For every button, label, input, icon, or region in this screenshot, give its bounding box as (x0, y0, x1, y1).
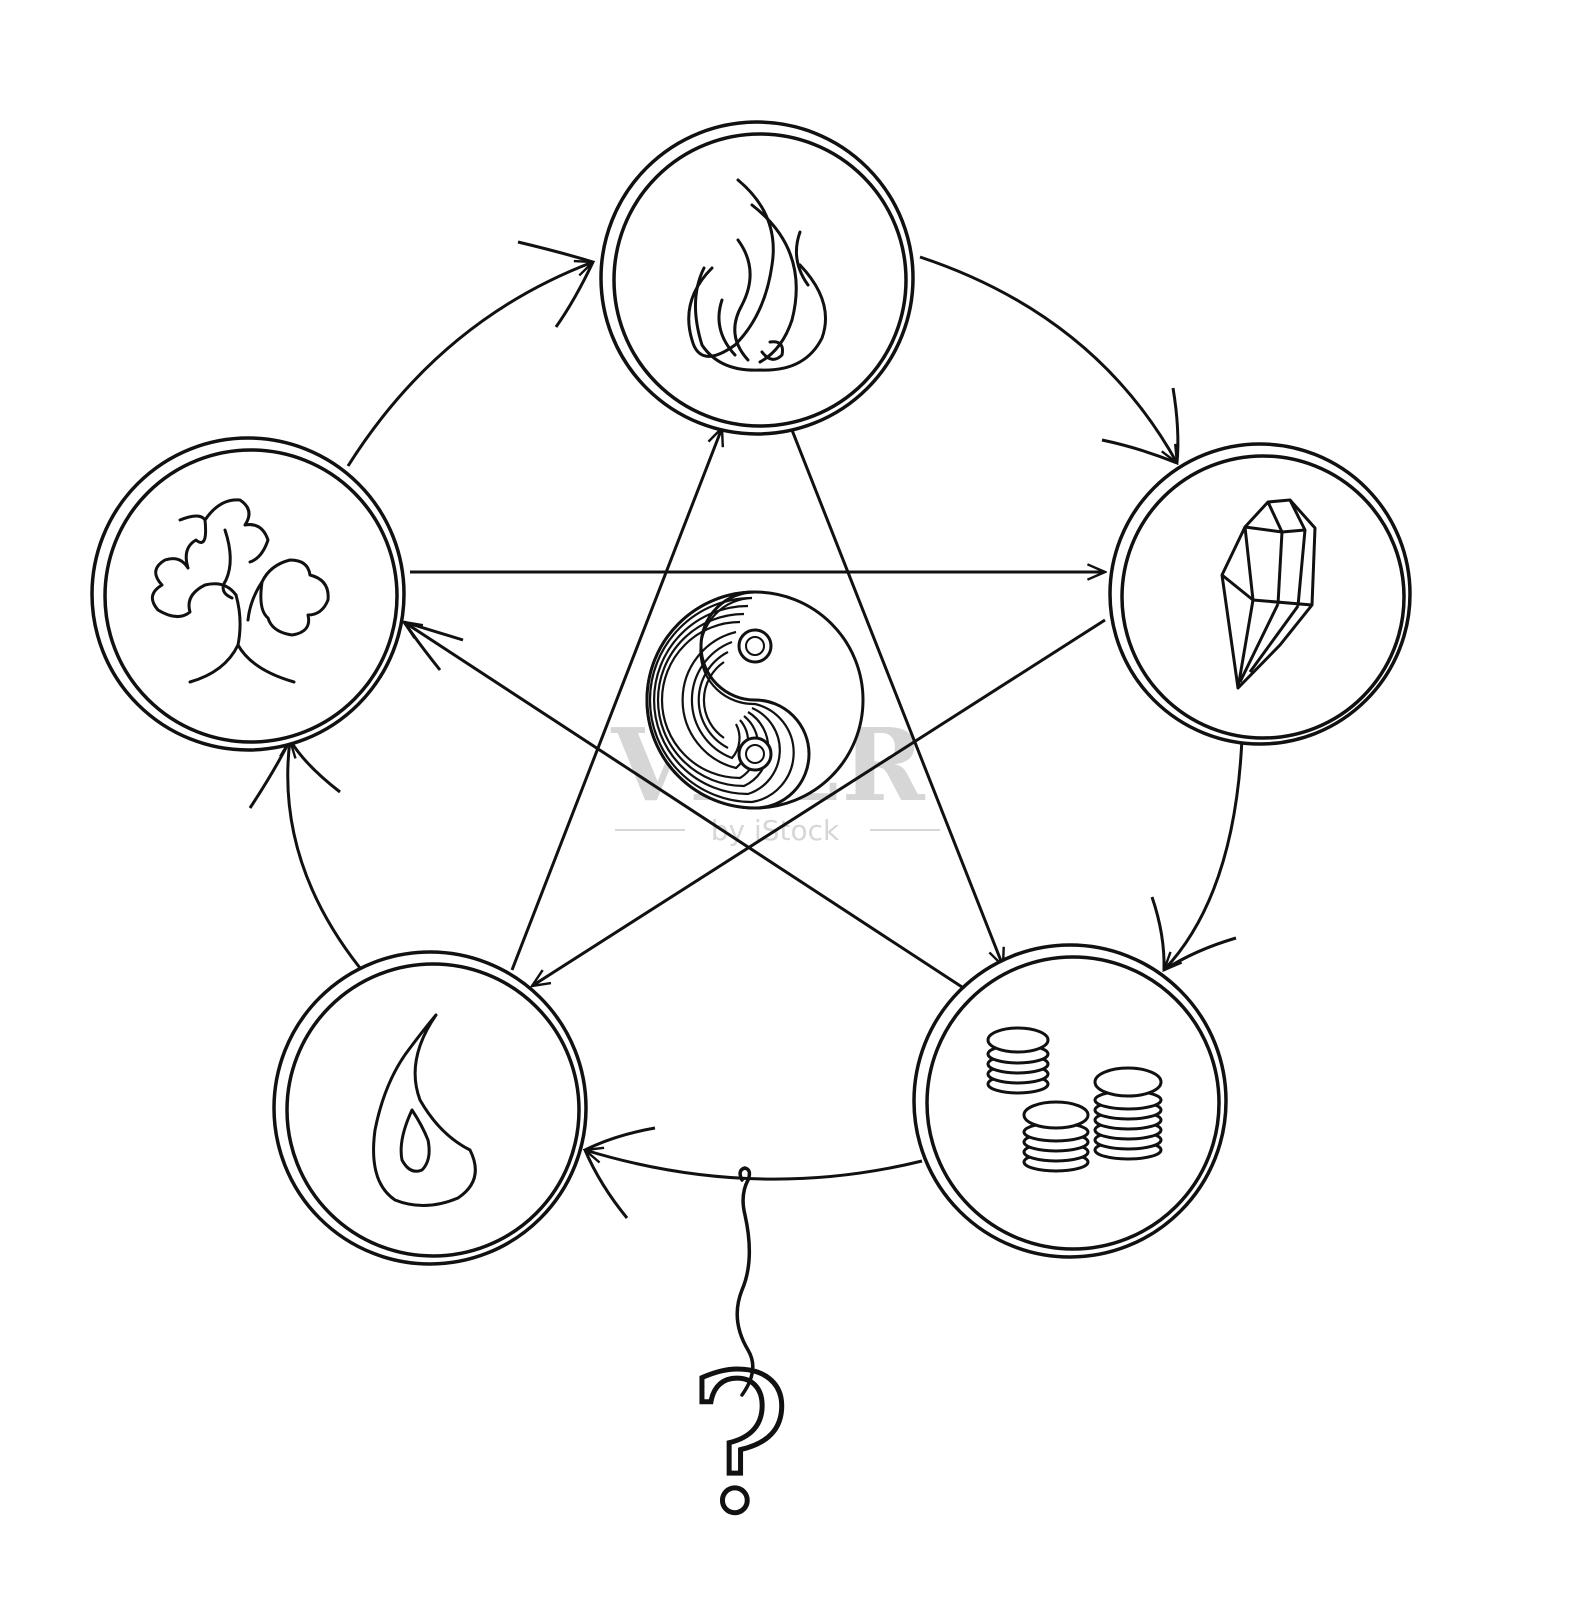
arrow-earth-to-metal (1164, 737, 1244, 970)
yin-yang-icon (645, 590, 865, 810)
arrow-fire-to-earth (919, 255, 1177, 463)
arrow-water-to-fire (510, 428, 722, 971)
arrow-earth-to-water (532, 618, 1106, 986)
node-water (272, 950, 588, 1266)
arrow-wood-to-fire (346, 262, 593, 467)
flame-icon (687, 178, 827, 372)
coins-icon (986, 1026, 1163, 1173)
arrow-fire-to-metal (788, 424, 1003, 966)
node-wood (90, 436, 406, 752)
node-metal (912, 943, 1228, 1259)
question-mark-group: ? (687, 1166, 793, 1558)
tree-icon (150, 498, 330, 684)
node-fire (599, 120, 915, 436)
arrow-metal-to-wood (404, 622, 963, 989)
question-mark: ? (689, 1334, 791, 1555)
arrow-water-to-wood (288, 740, 362, 969)
node-earth (1108, 442, 1412, 746)
water-drop-icon (372, 1013, 477, 1208)
arrow-metal-to-water (585, 1150, 923, 1181)
crystal-icon (1220, 498, 1317, 690)
controlling-cycle (404, 424, 1106, 989)
string-line (735, 1178, 755, 1397)
